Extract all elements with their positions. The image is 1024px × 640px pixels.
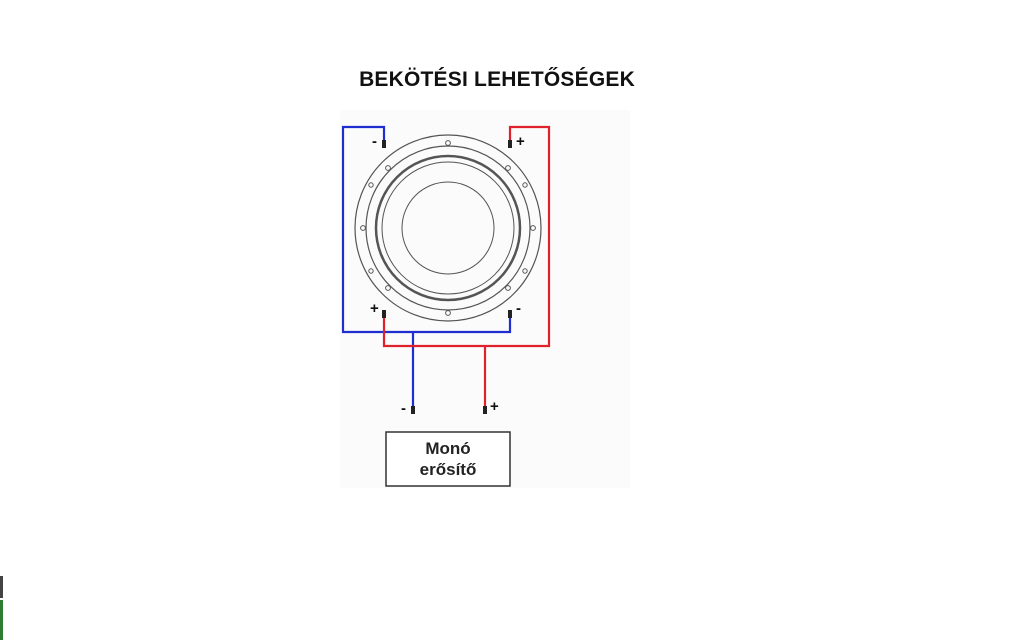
speaker-screw-hole: [522, 268, 528, 274]
speaker-screw-hole: [385, 165, 391, 171]
speaker-surround-inner: [381, 161, 515, 295]
speaker-screw-hole: [445, 310, 451, 316]
wiring-diagram-svg: [340, 110, 630, 488]
amplifier-terminal-positive: +: [490, 398, 499, 415]
page-title: BEKÖTÉSI LEHETŐSÉGEK: [359, 68, 635, 91]
edge-marker: [0, 576, 3, 598]
speaker-screw-hole: [385, 285, 391, 291]
speaker-screw-hole: [368, 268, 374, 274]
speaker-terminal-bottom-left: +: [370, 300, 379, 317]
speaker-screw-hole: [505, 165, 511, 171]
speaker-terminal-top-right: +: [516, 133, 525, 150]
amplifier-box: [385, 431, 511, 487]
speaker-dust-cap: [401, 181, 495, 275]
terminal-post: [508, 310, 512, 318]
speaker-screw-hole: [505, 285, 511, 291]
terminal-post: [382, 310, 386, 318]
edge-marker-green: [0, 600, 3, 640]
amplifier-label: Monó erősítő: [386, 432, 510, 480]
speaker-rim: [365, 145, 531, 311]
speaker-screw-hole: [522, 182, 528, 188]
speaker-screw-hole: [360, 225, 366, 231]
positive-loop-wire: [382, 125, 551, 348]
speaker-screw-hole: [445, 140, 451, 146]
negative-loop-wire: [341, 125, 512, 334]
amplifier-label-line2: erősítő: [419, 460, 477, 479]
amplifier-terminal-negative: -: [401, 400, 406, 417]
speaker-terminal-bottom-right: -: [516, 300, 521, 317]
speaker-icon: [354, 134, 542, 322]
speaker-screw-hole: [368, 182, 374, 188]
speaker-frame: [354, 134, 542, 322]
speaker-surround: [374, 154, 522, 302]
amplifier-label-line1: Monó: [425, 439, 471, 458]
terminal-post: [382, 140, 386, 148]
terminal-post: [483, 406, 487, 414]
positive-wires: [382, 125, 551, 410]
wiring-diagram: - + + - - + Monó erősítő: [330, 110, 630, 490]
terminal-post: [508, 140, 512, 148]
speaker-terminal-top-left: -: [372, 133, 377, 150]
terminal-post: [411, 406, 415, 414]
speaker-screw-hole: [530, 225, 536, 231]
terminal-posts: [382, 140, 512, 414]
